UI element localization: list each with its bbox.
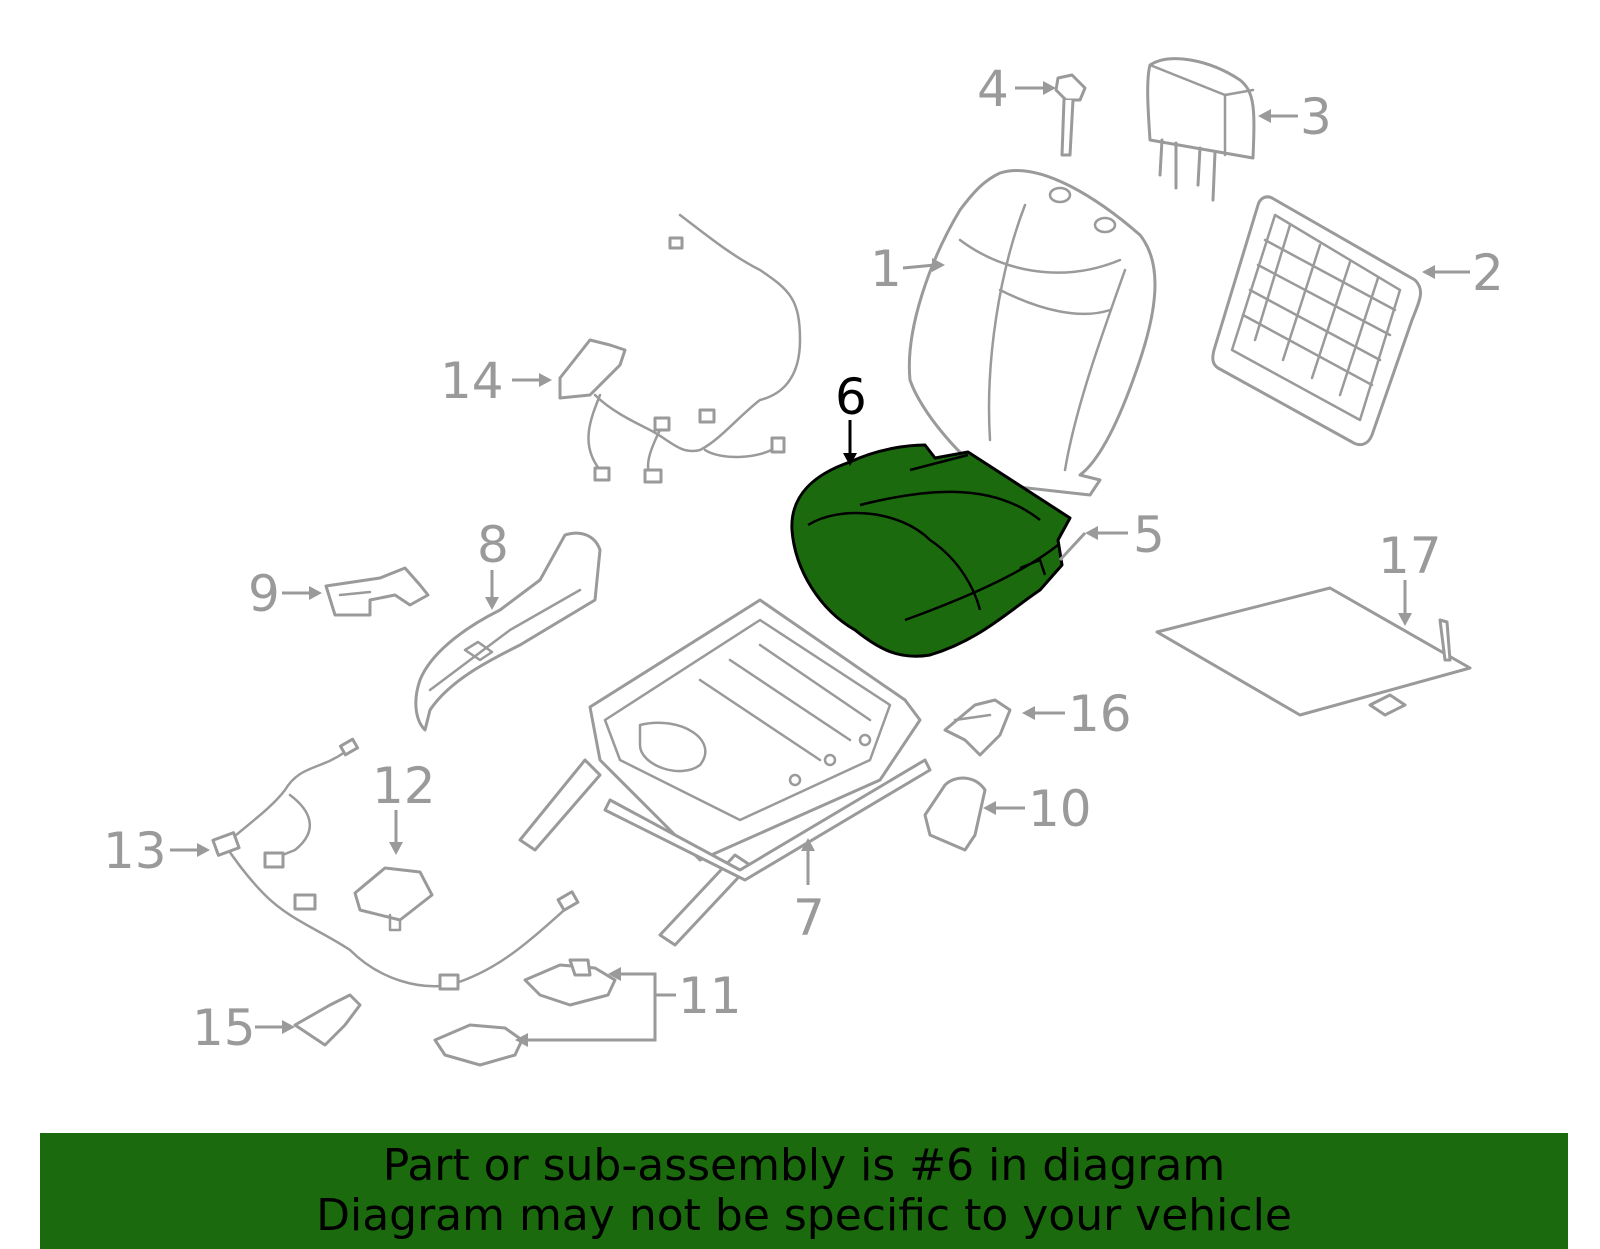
callout-14: 14 [440,352,504,410]
part-3-headrest [1146,57,1256,202]
callout-9: 9 [248,565,280,623]
part-17-board [1155,586,1472,717]
callout-8: 8 [477,516,509,574]
callout-17: 17 [1378,527,1442,585]
part-8-side-shield [414,531,602,732]
callout-12: 12 [372,757,436,815]
callout-3: 3 [1300,88,1332,146]
callout-labels: 1 2 3 4 5 6 7 8 9 10 11 12 13 14 15 16 1… [103,60,1504,1057]
callout-2: 2 [1472,244,1504,302]
part-2-back-panel [1211,195,1423,447]
banner-line-disclaimer: Diagram may not be specific to your vehi… [316,1190,1292,1241]
callout-6-highlighted: 6 [835,368,867,426]
part-15-clip [293,993,362,1047]
part-10-cover [923,776,987,852]
parts-diagram: 1 2 3 4 5 6 7 8 9 10 11 12 13 14 15 16 1… [103,57,1504,1067]
part-11-switch-knobs [433,958,617,1067]
part-12-control-module [353,866,434,932]
part-13-wire-harness [211,737,580,991]
part-info-banner: Part or sub-assembly is #6 in diagram Di… [40,1133,1568,1249]
callout-5: 5 [1133,506,1165,564]
callout-16: 16 [1068,685,1132,743]
part-1-seat-back [907,169,1157,497]
part-16-bracket [943,698,1012,757]
leader-lines [170,81,1470,1047]
part-7-seat-frame [518,598,932,947]
callout-13: 13 [103,822,167,880]
part-4-headrest-guide [1054,73,1087,157]
callout-1: 1 [870,240,902,298]
callout-15: 15 [192,999,256,1057]
callout-10: 10 [1028,780,1092,838]
callout-7: 7 [793,889,825,947]
part-14-wire-harness [558,213,802,484]
callout-4: 4 [977,60,1009,118]
callout-11: 11 [678,967,742,1025]
part-9-clip [324,566,430,617]
banner-line-part-number: Part or sub-assembly is #6 in diagram [382,1140,1226,1191]
part-6-seat-cushion-highlighted [790,443,1072,658]
